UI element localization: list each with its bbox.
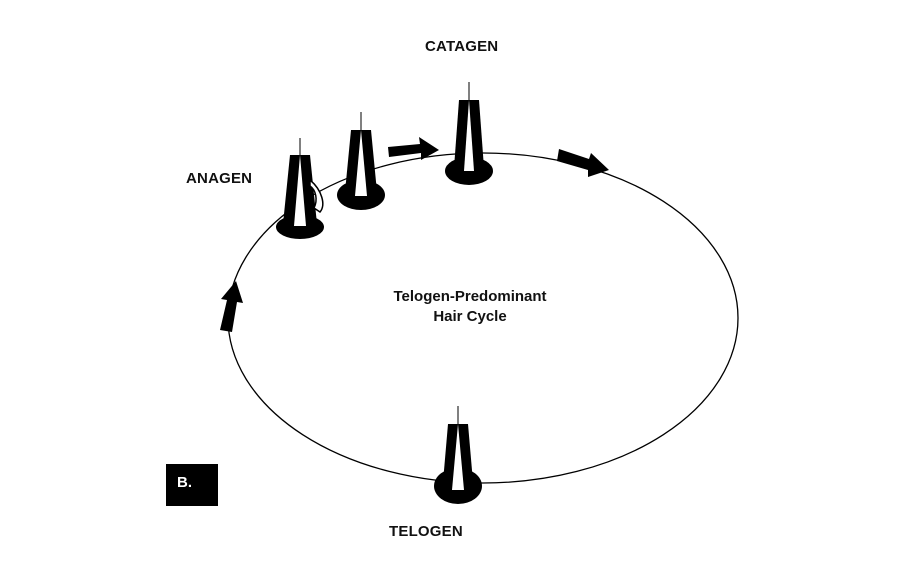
- cycle-title: Telogen-Predominant Hair Cycle: [340, 287, 600, 327]
- arrow-right-icon: [388, 137, 439, 160]
- arrow-up-icon: [220, 281, 243, 332]
- telogen-label: TELOGEN: [389, 523, 463, 540]
- hair-follicle-icon: [276, 138, 324, 239]
- cycle-title-line1: Telogen-Predominant: [393, 288, 547, 305]
- catagen-label: CATAGEN: [425, 38, 499, 55]
- hair-follicle-icon: [434, 406, 482, 504]
- arrow-down-right-icon: [557, 149, 609, 177]
- cycle-title-line2: Hair Cycle: [433, 308, 507, 325]
- anagen-label: ANAGEN: [186, 170, 253, 187]
- hair-follicle-icon: [337, 112, 385, 210]
- hair-follicle-icon: [445, 82, 493, 185]
- panel-badge: B.: [166, 464, 218, 506]
